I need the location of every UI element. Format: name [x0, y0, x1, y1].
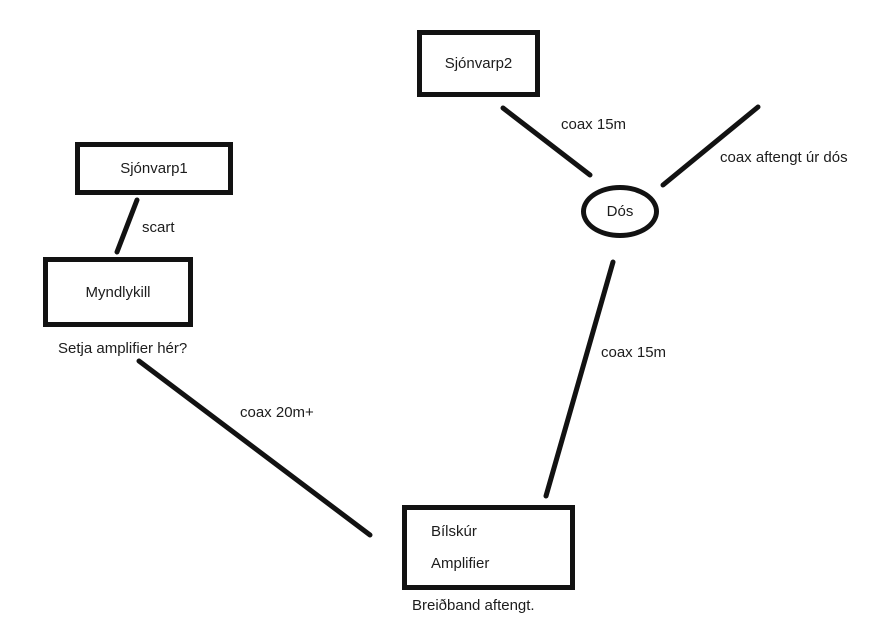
node-myndlykill-label: Myndlykill: [85, 283, 151, 301]
node-bilskur-amplifier: Bílskúr Amplifier: [402, 505, 575, 590]
node-sjonvarp2: Sjónvarp2: [417, 30, 540, 97]
node-sjonvarp1: Sjónvarp1: [75, 142, 233, 195]
connector-dos-to-bilskur-line: [543, 259, 616, 499]
connector-scart-line: [114, 197, 140, 255]
annotation-breidband: Breiðband aftengt.: [412, 597, 535, 614]
node-amplifier-label: Amplifier: [431, 555, 490, 572]
connector-aftengt-to-dos-line: [660, 104, 761, 188]
edge-label-scart: scart: [142, 219, 175, 236]
edge-label-coax20: coax 20m+: [240, 404, 314, 421]
connector-coax20-line: [136, 358, 373, 538]
annotation-amplifier-question: Setja amplifier hér?: [58, 340, 188, 357]
node-sjonvarp1-label: Sjónvarp1: [120, 160, 188, 177]
node-dos-label: Dós: [606, 203, 634, 220]
node-bilskur-label: Bílskúr: [431, 523, 477, 540]
node-sjonvarp2-label: Sjónvarp2: [444, 55, 513, 72]
connector-sjonvarp2-to-dos-line: [500, 105, 593, 178]
node-dos: Dós: [581, 185, 659, 238]
edge-label-coax-aftengt: coax aftengt úr dós: [720, 149, 848, 166]
edge-label-coax15-top: coax 15m: [561, 116, 627, 133]
edge-label-coax15-bottom: coax 15m: [601, 344, 667, 361]
node-myndlykill: Myndlykill: [43, 257, 193, 327]
